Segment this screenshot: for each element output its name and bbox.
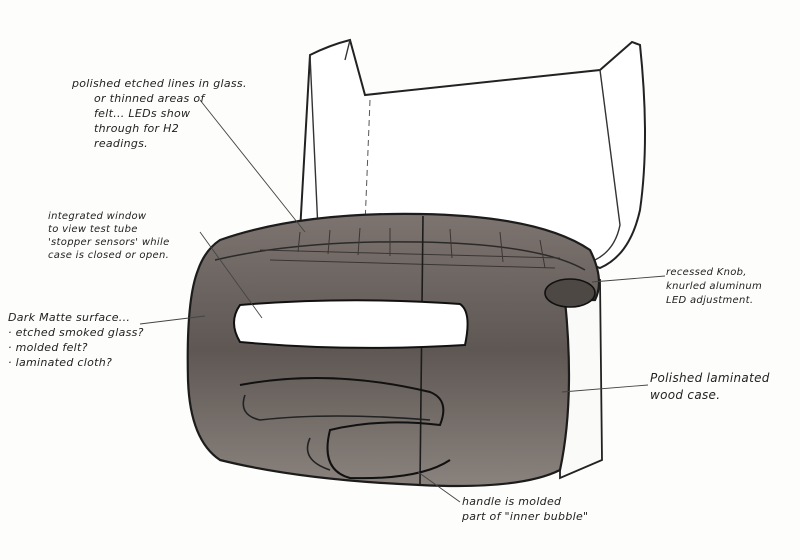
- note-line: handle is molded: [462, 495, 562, 508]
- note-line: readings.: [94, 137, 148, 150]
- note-line: 'stopper sensors' while: [48, 237, 170, 248]
- note-line: or thinned areas of: [94, 92, 205, 105]
- note-line: case is closed or open.: [48, 250, 170, 261]
- note-knob: recessed Knob, knurled aluminum LED adju…: [666, 266, 762, 308]
- note-line: to view test tube: [48, 224, 138, 235]
- lid-inner-edge: [309, 39, 621, 261]
- viewing-window: [233, 299, 469, 349]
- note-line: · molded felt?: [8, 341, 88, 354]
- lid-panel: [299, 38, 646, 270]
- note-handle: handle is molded part of "inner bubble": [462, 494, 588, 524]
- leader-surface: [139, 315, 206, 325]
- leader-glass-lines: [199, 99, 306, 233]
- leader-window: [199, 231, 263, 319]
- note-wood-case: Polished laminated wood case.: [650, 370, 770, 404]
- case-body: [186, 212, 601, 488]
- leader-wood-case: [561, 384, 649, 393]
- center-seam: [419, 215, 424, 485]
- note-surface: Dark Matte surface... · etched smoked gl…: [8, 310, 144, 370]
- handle: [239, 376, 451, 480]
- note-line: recessed Knob,: [666, 267, 747, 278]
- note-line: · etched smoked glass?: [8, 326, 144, 339]
- note-line: felt... LEDs show: [94, 107, 191, 120]
- lid-hinge-dashed: [364, 99, 371, 226]
- handle-lower: [242, 394, 431, 471]
- etched-lines: [259, 227, 561, 269]
- note-line: Dark Matte surface...: [8, 311, 131, 324]
- note-line: knurled aluminum: [666, 281, 763, 292]
- note-line: Polished laminated: [650, 371, 770, 385]
- note-line: part of "inner bubble": [462, 510, 589, 523]
- note-line: polished etched lines in glass.: [72, 77, 247, 90]
- note-line: LED adjustment.: [666, 295, 754, 306]
- note-glass-lines: polished etched lines in glass. or thinn…: [72, 76, 247, 151]
- note-line: through for H2: [94, 122, 180, 135]
- note-line: wood case.: [650, 388, 721, 402]
- note-window: integrated window to view test tube 'sto…: [48, 210, 170, 262]
- leader-knob: [591, 275, 666, 283]
- knob: [544, 278, 596, 308]
- leader-handle: [417, 471, 461, 503]
- note-line: · laminated cloth?: [8, 356, 113, 369]
- note-line: integrated window: [48, 211, 147, 222]
